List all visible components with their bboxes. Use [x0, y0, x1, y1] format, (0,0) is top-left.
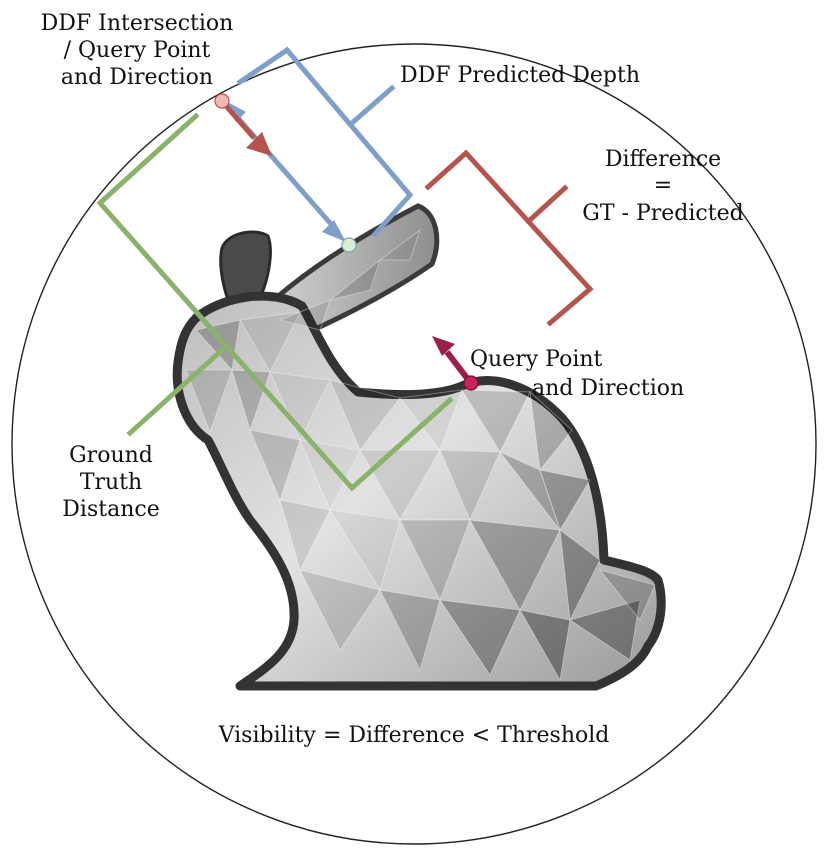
query-direction-arrowhead — [432, 336, 455, 356]
difference-arrowhead — [246, 132, 272, 156]
label-ground-truth-line3: Distance — [62, 497, 159, 522]
label-query-point: Query Point and Direction — [470, 347, 684, 401]
label-difference: Difference = GT - Predicted — [582, 147, 743, 226]
label-ddf-intersection-line2: / Query Point — [64, 38, 211, 63]
ddf-predicted-depth-bracket — [236, 46, 414, 238]
label-ddf-intersection: DDF Intersection / Query Point and Direc… — [41, 11, 234, 90]
bunny-body — [172, 291, 666, 691]
predicted-depth-arrowhead-end — [322, 220, 346, 242]
label-ddf-intersection-line1: DDF Intersection — [41, 11, 234, 36]
label-ground-truth-line2: Truth — [80, 470, 142, 495]
label-query-point-line2: and Direction — [532, 376, 684, 401]
difference-bracket — [424, 149, 594, 327]
predicted-depth-endpoint — [341, 237, 357, 253]
ground-truth-distance-bracket — [96, 112, 454, 492]
bunny-front-ear — [272, 203, 440, 340]
query-point — [463, 375, 479, 391]
label-query-point-line1: Query Point — [470, 347, 603, 372]
query-direction-arrow — [432, 336, 473, 384]
label-difference-line1: Difference — [605, 147, 721, 172]
ddf-intersection-point — [214, 93, 230, 109]
bunny-back-ear — [219, 230, 272, 312]
label-difference-line2: = — [654, 173, 672, 198]
bunny-mesh — [172, 203, 666, 691]
difference-ray — [224, 104, 272, 156]
label-ground-truth-line1: Ground — [69, 443, 153, 468]
label-difference-line3: GT - Predicted — [582, 201, 743, 226]
label-ddf-predicted-depth: DDF Predicted Depth — [400, 63, 640, 88]
predicted-depth-arrowhead-start — [224, 100, 246, 122]
label-ground-truth-distance: Ground Truth Distance — [62, 443, 159, 522]
scene-boundary-circle — [11, 43, 817, 845]
label-ddf-intersection-line3: and Direction — [61, 65, 213, 90]
label-visibility-equation: Visibility = Difference < Threshold — [218, 723, 610, 748]
